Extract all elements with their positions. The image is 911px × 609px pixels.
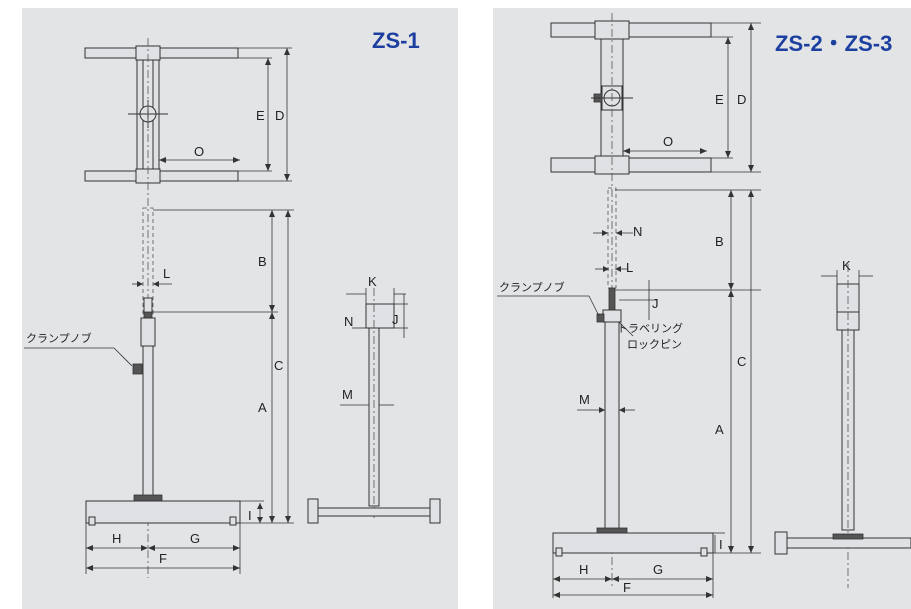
- zs23-title: ZS-2・ZS-3: [775, 31, 893, 56]
- clamp-knob-label: クランプノブ: [499, 280, 565, 294]
- zs1-bottom-plate: [84, 170, 239, 182]
- dim-M: M: [579, 392, 590, 407]
- dim-I: I: [248, 508, 252, 523]
- dim-K: K: [368, 274, 377, 289]
- lock-pin-label-2: ロックピン: [627, 338, 682, 351]
- dim-E: E: [715, 92, 724, 107]
- dim-M: M: [342, 387, 353, 402]
- dim-D: D: [737, 92, 746, 107]
- dim-K: K: [842, 258, 851, 273]
- zs1-side-head: [365, 303, 395, 329]
- zs23-panel: ZS-2・ZS-3: [493, 8, 911, 609]
- dim-H: H: [579, 562, 588, 577]
- zs23-drawing: E D O B C A I J N L M H G F K クランプノブ トラベ…: [497, 13, 911, 598]
- lock-pin-label-1: トラベリング: [617, 321, 683, 335]
- dim-G: G: [190, 531, 200, 546]
- dim-O: O: [663, 134, 673, 149]
- dim-E: E: [256, 108, 265, 123]
- zs23-bottom-plate: [550, 157, 712, 173]
- dim-A: A: [715, 422, 724, 437]
- zs23-outer-tube: [604, 321, 620, 531]
- dim-C: C: [737, 354, 746, 369]
- dim-D: D: [275, 108, 284, 123]
- zs1-outer-tube: [142, 345, 154, 499]
- dim-B: B: [258, 254, 267, 269]
- dim-A: A: [258, 400, 267, 415]
- dim-O: O: [194, 144, 204, 159]
- dim-H: H: [112, 531, 121, 546]
- zs1-panel: ZS-1: [22, 8, 458, 609]
- dim-I: I: [719, 537, 723, 552]
- zs1-drawing: E D O B C A I L H G F K J N M クランプノブ: [24, 38, 441, 578]
- dim-J: J: [392, 312, 399, 327]
- zs23-top-plate: [550, 22, 712, 38]
- dim-J: J: [652, 296, 659, 311]
- zs1-base: [85, 500, 241, 524]
- zs1-top-plate: [84, 47, 239, 59]
- dim-N: N: [633, 224, 642, 239]
- zs1-clamp-knob: [132, 363, 143, 375]
- dim-C: C: [274, 358, 283, 373]
- zs1-title: ZS-1: [372, 28, 420, 53]
- zs23-base: [552, 532, 714, 554]
- dim-F: F: [623, 580, 631, 595]
- dim-L: L: [163, 266, 170, 281]
- dim-L: L: [626, 260, 633, 275]
- dim-N: N: [344, 314, 353, 329]
- dim-F: F: [159, 551, 167, 566]
- dim-G: G: [653, 562, 663, 577]
- clamp-knob-label: クランプノブ: [26, 331, 92, 345]
- dim-B: B: [715, 234, 724, 249]
